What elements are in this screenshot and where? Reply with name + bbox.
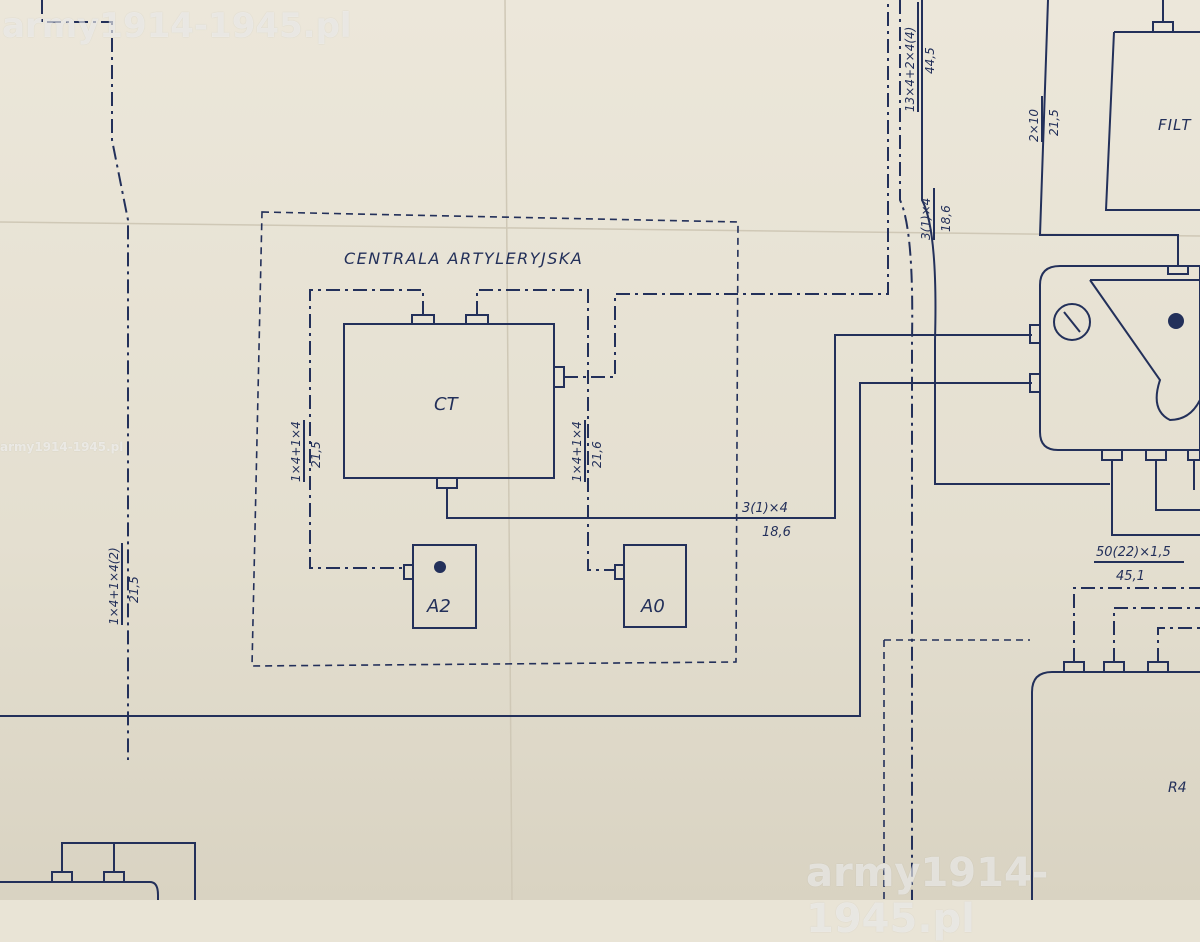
a0-connector	[614, 564, 625, 580]
r4-cables	[1073, 587, 1200, 662]
indicator-lamp-icon	[1168, 313, 1184, 329]
bottom-left-connector	[51, 871, 73, 883]
control-unit-connector	[1167, 265, 1189, 275]
r4-connector	[1063, 661, 1085, 673]
ct-bottom-cable-spec: 3(1)×4	[742, 501, 788, 516]
filter-label: FILT	[1158, 116, 1192, 134]
ct-connector	[465, 314, 489, 325]
horizontal-main-cable	[0, 382, 1032, 717]
filter-cable	[1038, 0, 1179, 266]
paper-fold-vertical	[504, 0, 513, 900]
a2-block	[412, 544, 477, 629]
trunk-cable-a	[899, 0, 914, 900]
ct-top-cable	[564, 0, 889, 378]
watermark-top: army1914-1945.pl	[2, 6, 352, 46]
r4-connector	[1147, 661, 1169, 673]
watermark-bottom: army1914-1945.pl	[806, 850, 1049, 942]
bottom-left-block	[0, 881, 159, 900]
valve-outline	[1089, 279, 1200, 422]
trunk-b-value: 18,6	[939, 205, 953, 232]
centrala-group-boundary	[251, 211, 739, 667]
a2-connector	[403, 564, 414, 580]
gauge-needle	[1063, 311, 1081, 333]
r4-cable-value: 45,1	[1116, 569, 1145, 584]
control-unit-wires	[1111, 460, 1200, 536]
control-unit-connector	[1029, 324, 1041, 344]
trunk-b-spec: 3(1)×4	[919, 198, 933, 240]
r4-label: R4	[1168, 780, 1187, 796]
ct-connector	[411, 314, 435, 325]
ct-left-cable-spec: 1×4+1×4	[289, 421, 303, 482]
ct-connector	[436, 477, 458, 489]
left-vertical-cable-spec: 1×4+1×4(2)	[107, 547, 121, 625]
watermark-small: army1914-1945.pl	[0, 440, 124, 454]
paper-fold-horizontal	[0, 221, 1200, 237]
a2-label: A2	[426, 596, 451, 617]
trunk-a-spec: 13×4+2×4(4)	[903, 27, 917, 112]
control-unit-connector	[1029, 373, 1041, 393]
trunk-cable-b	[921, 0, 1110, 485]
a2-lamp-icon	[434, 561, 446, 573]
ct-left-cable	[309, 289, 424, 569]
r4-connector	[1103, 661, 1125, 673]
a0-block	[623, 544, 687, 628]
control-unit-connector	[1187, 449, 1200, 461]
bottom-left-wiring	[61, 842, 196, 900]
ct-right-cable	[476, 289, 615, 571]
control-unit-connector	[1145, 449, 1167, 461]
control-unit	[1039, 265, 1200, 451]
left-vertical-cable	[41, 0, 129, 760]
ct-right-cable-spec: 1×4+1×4	[570, 421, 584, 482]
wiring-diagram: .w { stroke:#23305a; stroke-width:2; fil…	[0, 0, 1200, 900]
a0-label: A0	[640, 596, 665, 617]
filter-connector	[1152, 21, 1174, 33]
ct-left-cable-value: 21,5	[309, 441, 323, 468]
filter-block	[1104, 31, 1200, 211]
ct-bottom-cable	[446, 334, 1032, 519]
gauge-dial-icon	[1053, 303, 1091, 341]
ct-right-cable-value: 21,6	[590, 441, 604, 468]
filter-cable-spec: 2×10	[1027, 109, 1041, 142]
ct-label: CT	[434, 394, 460, 415]
ct-connector	[553, 366, 565, 388]
ct-bottom-cable-value: 18,6	[762, 525, 791, 540]
bottom-left-connector	[103, 871, 125, 883]
left-vertical-cable-value: 21,5	[127, 576, 141, 603]
control-unit-connector	[1101, 449, 1123, 461]
trunk-a-value: 44,5	[923, 47, 937, 74]
group-title: CENTRALA ARTYLERYJSKA	[344, 249, 583, 268]
r4-block	[1031, 671, 1200, 900]
r4-cable-spec: 50(22)×1,5	[1096, 545, 1171, 560]
filter-cable-value: 21,5	[1047, 109, 1061, 136]
